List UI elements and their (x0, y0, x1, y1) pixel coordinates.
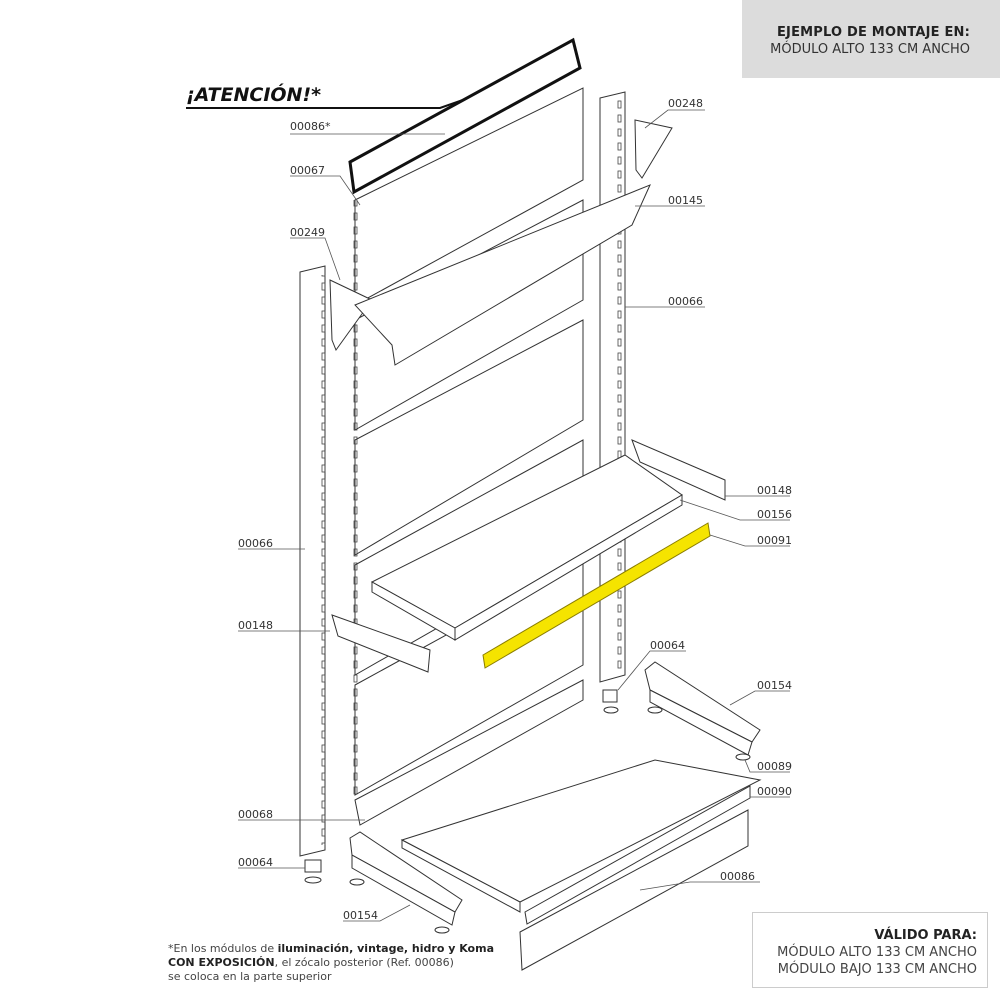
label-00066-left: 00066 (238, 537, 273, 550)
valid-for-box: VÁLIDO PARA: MÓDULO ALTO 133 CM ANCHO MÓ… (752, 912, 988, 988)
label-00068: 00068 (238, 808, 273, 821)
shelf-bracket-right (631, 439, 726, 501)
label-00154-left: 00154 (343, 909, 378, 922)
label-00156: 00156 (757, 508, 792, 521)
panel-edge-slots (352, 200, 359, 800)
back-panels (352, 87, 584, 826)
top-beam (348, 37, 582, 195)
label-00248: 00248 (668, 97, 703, 110)
valid-line: MÓDULO BAJO 133 CM ANCHO (777, 962, 977, 977)
bracket-00248 (634, 119, 673, 179)
label-00089: 00089 (757, 760, 792, 773)
valid-line: MÓDULO ALTO 133 CM ANCHO (777, 945, 977, 960)
warning-heading: ¡ATENCIÓN!* (186, 84, 322, 106)
panel-00068 (354, 679, 584, 826)
label-00154-right: 00154 (757, 679, 792, 692)
label-00091: 00091 (757, 534, 792, 547)
valid-title: VÁLIDO PARA: (874, 928, 977, 943)
label-00090: 00090 (757, 785, 792, 798)
bottom-shelf (400, 759, 762, 913)
shelf (370, 454, 683, 641)
label-00249: 00249 (290, 226, 325, 239)
example-box: EJEMPLO DE MONTAJE EN: MÓDULO ALTO 133 C… (742, 0, 1000, 78)
front-strip (524, 785, 751, 925)
shelf-bracket-left (331, 614, 431, 673)
right-base (602, 661, 761, 761)
footnote-end: se coloca en la parte superior (168, 970, 332, 983)
footnote: *En los módulos de iluminación, vintage,… (168, 942, 494, 984)
left-upright (299, 265, 327, 857)
part-labels: 00086* 00067 00249 00248 00145 00066 001… (238, 97, 792, 922)
label-00086-star: 00086* (290, 120, 331, 133)
bracket-shelf-00145 (354, 184, 651, 366)
label-00086: 00086 (720, 870, 755, 883)
label-00067: 00067 (290, 164, 325, 177)
price-strip-highlighted (482, 522, 711, 669)
label-00148-right: 00148 (757, 484, 792, 497)
footnote-mid: , el zócalo posterior (Ref. 00086) (274, 956, 454, 969)
label-00145: 00145 (668, 194, 703, 207)
footnote-bold-exposition: CON EXPOSICIÓN (168, 956, 275, 969)
label-00066-right: 00066 (668, 295, 703, 308)
example-subtitle: MÓDULO ALTO 133 CM ANCHO (770, 42, 970, 57)
kickplate (519, 809, 749, 971)
example-title: EJEMPLO DE MONTAJE EN: (776, 25, 970, 40)
footnote-prefix: *En los módulos de (168, 942, 278, 955)
bracket-00249 (329, 279, 373, 352)
left-base (304, 831, 463, 934)
label-00064-right: 00064 (650, 639, 685, 652)
label-00148-left: 00148 (238, 619, 273, 632)
label-00064-left: 00064 (238, 856, 273, 869)
footnote-bold-models: iluminación, vintage, hidro y Koma (277, 942, 494, 955)
